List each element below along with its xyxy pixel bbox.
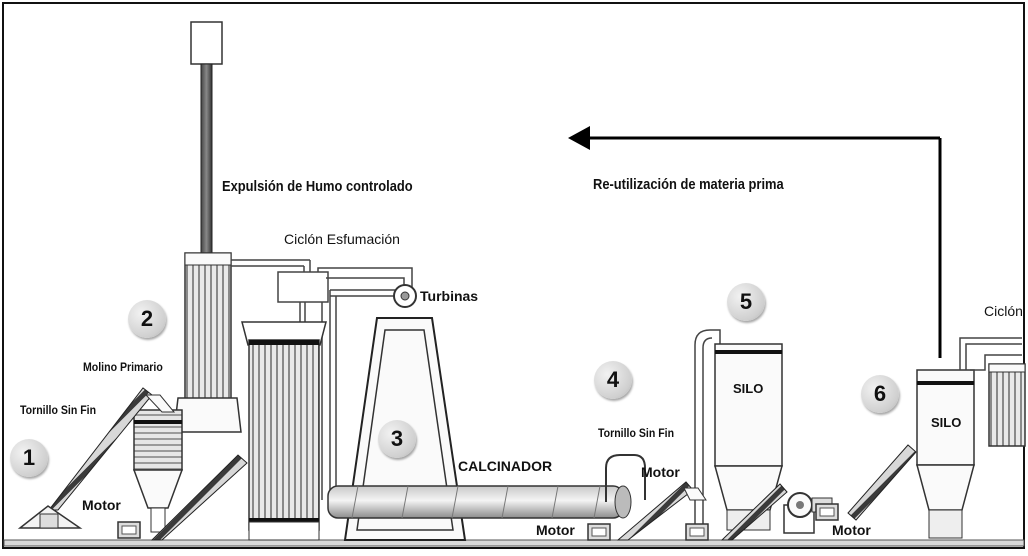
label-motor-4: Motor [832,522,871,538]
screw-conveyor-3 [587,481,707,541]
label-mill: Molino Primario [83,360,163,374]
rotary-kiln [327,485,632,519]
screw-conveyor-4 [685,483,788,541]
heat-exchanger [241,321,327,541]
turbine [393,284,417,308]
step-1-badge: 1 [10,439,48,477]
step-2-badge: 2 [128,300,166,338]
label-silo-5: SILO [733,381,764,396]
reuse-arrow [568,126,942,358]
label-smoke: Expulsión de Humo controlado [222,178,413,195]
label-calciner: CALCINADOR [458,458,553,474]
label-silo-6: SILO [931,415,962,430]
label-cyclone-esf: Ciclón Esfumación [284,231,400,247]
screw-conveyor-2 [117,454,248,541]
cyclone-right [988,363,1026,447]
cyclone-filter [184,252,311,422]
floor [3,539,1025,547]
label-screw-2: Tornillo Sin Fin [598,426,675,440]
label-motor-1: Motor [82,497,121,513]
label-cyclone-right: Ciclón [984,303,1023,319]
step-6-badge: 6 [861,375,899,413]
step-5-badge: 5 [727,283,765,321]
label-motor-3: Motor [536,522,575,538]
primary-mill [132,397,242,533]
screw-conveyor-1 [17,387,176,529]
ducts [277,267,413,500]
label-screw-1: Tornillo Sin Fin [20,403,97,417]
label-motor-2: Motor [641,464,680,480]
label-turbines: Turbinas [420,288,479,304]
step-3-badge: 3 [378,420,416,458]
hood-pipe [605,454,646,502]
label-reuse: Re-utilización de materia prima [593,176,784,193]
silo-5 [694,329,783,540]
chimney [190,21,223,255]
silo-6 [916,337,1022,539]
frame [2,2,1025,549]
screw-conveyor-5 [815,444,917,521]
step-4-badge: 4 [594,361,632,399]
